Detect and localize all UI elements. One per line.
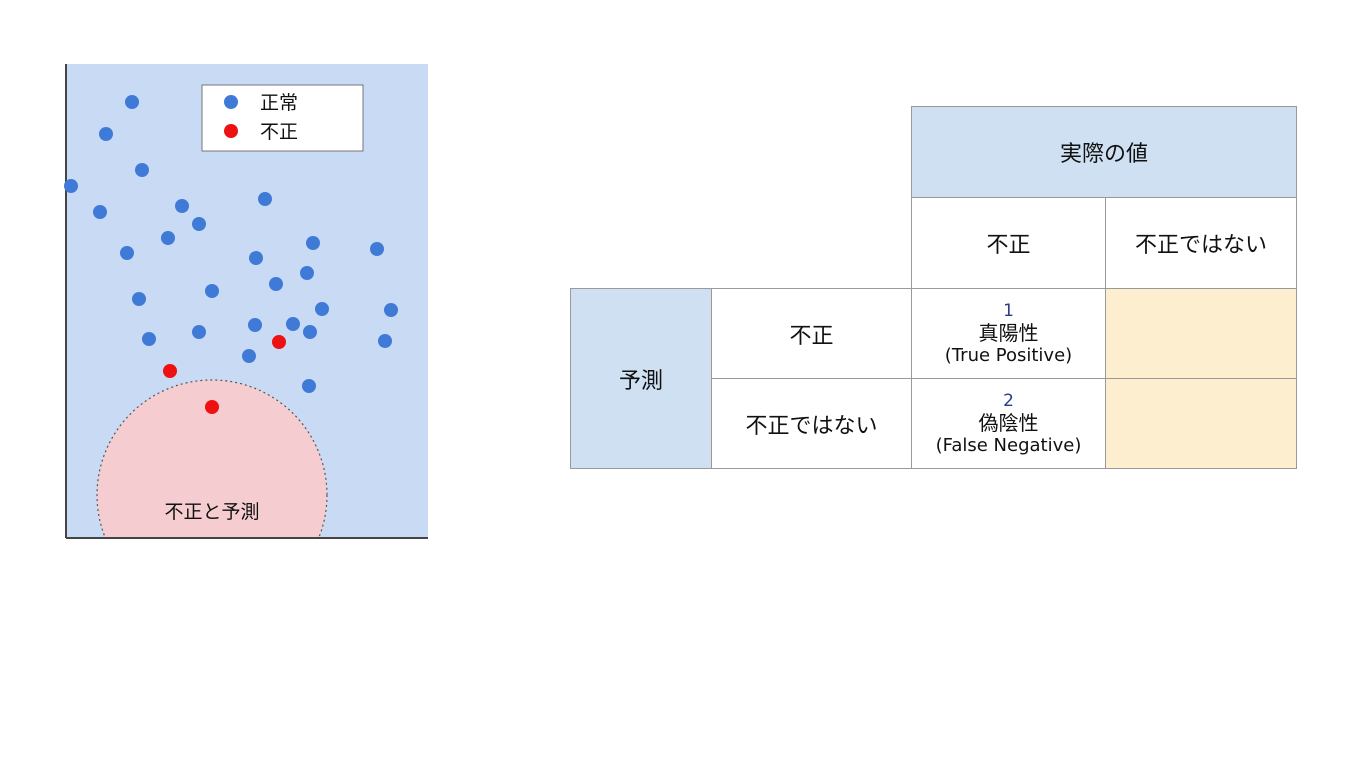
normal-point — [142, 332, 156, 346]
fraud-point — [272, 335, 286, 349]
normal-point — [175, 199, 189, 213]
normal-point — [205, 284, 219, 298]
normal-point — [161, 231, 175, 245]
predicted-row-not-fraud-text: 不正ではない — [745, 413, 878, 439]
true-positive-label: 真陽性 — [978, 320, 1039, 345]
legend-fraud-label: 不正 — [260, 121, 298, 143]
points-layer — [64, 95, 398, 414]
false-negative-english: (False Negative) — [935, 434, 1082, 456]
normal-point — [192, 325, 206, 339]
normal-point — [303, 325, 317, 339]
normal-point — [120, 246, 134, 260]
legend: 正常 不正 — [201, 84, 364, 152]
actual-col-not-fraud-text: 不正ではない — [1134, 233, 1267, 258]
normal-point — [192, 217, 206, 231]
false-negative-number: 2 — [1003, 390, 1014, 411]
true-negative-cell — [1105, 378, 1297, 469]
scatter-svg: 不正と予測 正常 不正 — [64, 64, 428, 539]
true-positive-cell: 1 真陽性 (True Positive) — [911, 288, 1106, 379]
predicted-header-text: 予測 — [618, 368, 663, 394]
true-positive-number: 1 — [1003, 300, 1014, 321]
normal-point — [286, 317, 300, 331]
normal-point — [249, 251, 263, 265]
normal-point — [125, 95, 139, 109]
actual-value-header: 実際の値 — [911, 106, 1297, 198]
normal-point — [64, 179, 78, 193]
normal-point — [99, 127, 113, 141]
normal-point — [302, 379, 316, 393]
normal-point — [269, 277, 283, 291]
predicted-row-fraud: 不正 — [711, 288, 912, 379]
false-negative-label: 偽陰性 — [978, 410, 1039, 435]
fraud-point — [205, 400, 219, 414]
normal-point — [306, 236, 320, 250]
actual-col-not-fraud: 不正ではない — [1105, 197, 1297, 289]
normal-point — [384, 303, 398, 317]
legend-normal-marker — [224, 95, 238, 109]
predicted-row-fraud-text: 不正 — [789, 323, 834, 349]
true-positive-english: (True Positive) — [944, 344, 1073, 366]
actual-col-fraud-text: 不正 — [986, 233, 1031, 258]
normal-point — [378, 334, 392, 348]
predicted-row-not-fraud: 不正ではない — [711, 378, 912, 469]
normal-point — [242, 349, 256, 363]
false-positive-cell — [1105, 288, 1297, 379]
predicted-header: 予測 — [570, 288, 712, 469]
actual-col-fraud: 不正 — [911, 197, 1106, 289]
normal-point — [135, 163, 149, 177]
normal-point — [258, 192, 272, 206]
legend-fraud-marker — [224, 124, 238, 138]
normal-point — [315, 302, 329, 316]
fraud-point — [163, 364, 177, 378]
normal-point — [132, 292, 146, 306]
normal-point — [248, 318, 262, 332]
actual-value-header-text: 実際の値 — [1059, 142, 1148, 167]
region-label: 不正と予測 — [164, 501, 259, 523]
legend-normal-label: 正常 — [260, 92, 298, 114]
fraud-prediction-region — [96, 379, 328, 538]
scatter-diagram: 不正と予測 正常 不正 — [64, 64, 428, 540]
normal-point — [370, 242, 384, 256]
normal-point — [93, 205, 107, 219]
normal-point — [300, 266, 314, 280]
false-negative-cell: 2 偽陰性 (False Negative) — [911, 378, 1106, 469]
